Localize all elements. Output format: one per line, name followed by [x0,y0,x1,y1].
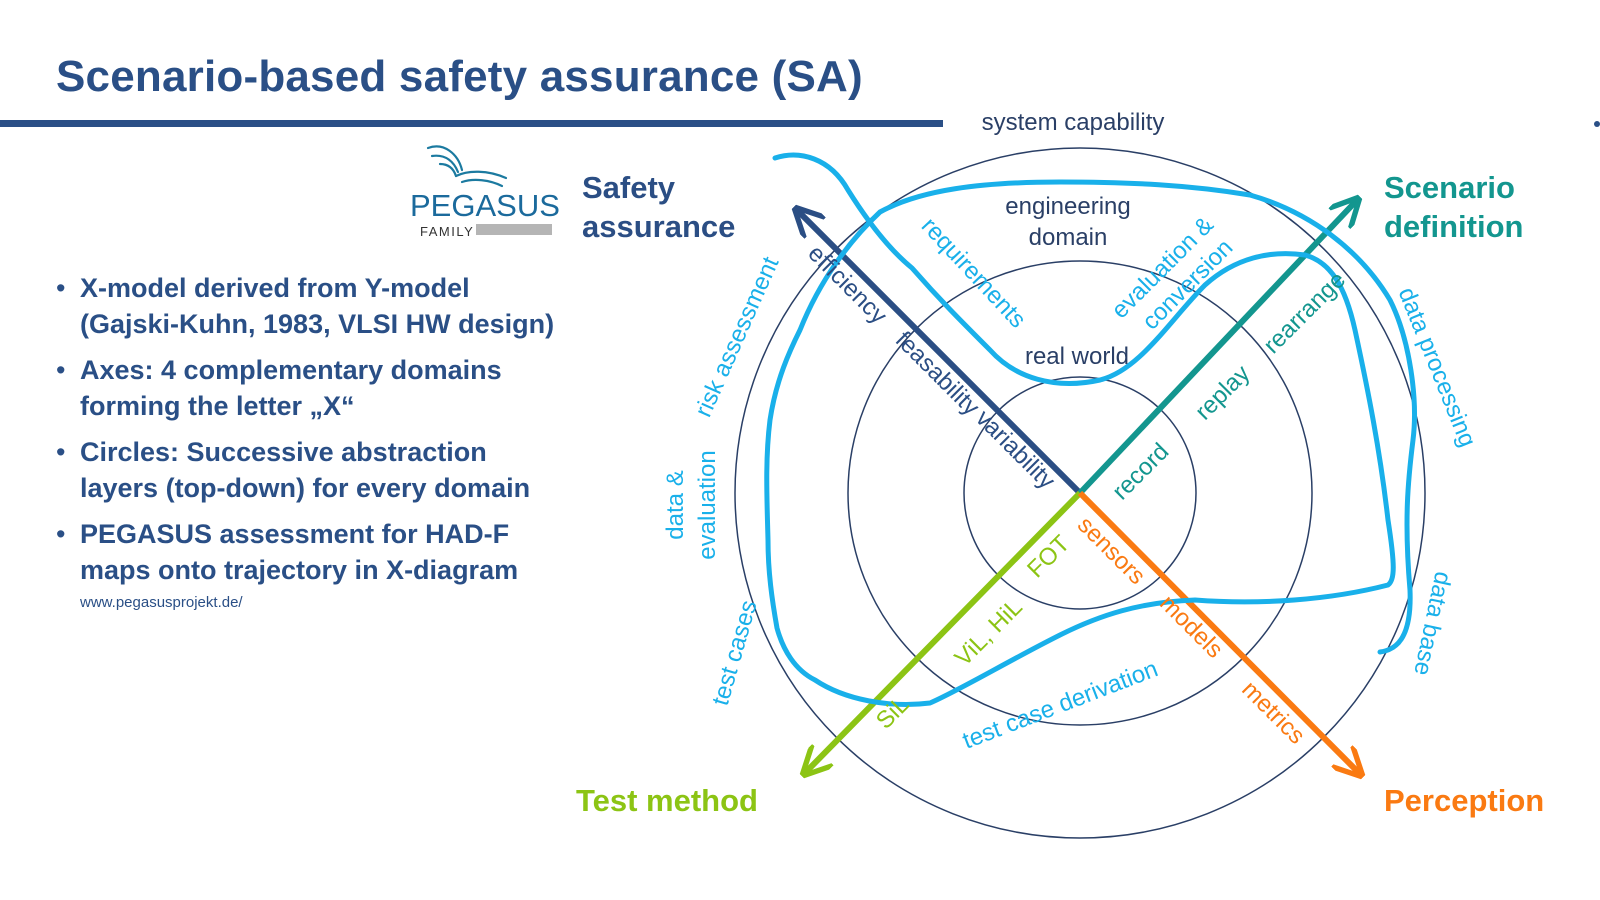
test-axis-arrow [804,490,1083,774]
layer-label-domain: domain [1029,224,1108,251]
scenario-axis-arrow [1077,199,1358,496]
layer-label-engineering: engineering [1005,193,1130,220]
bullet-item: Axes: 4 complementary domains forming the… [56,352,636,424]
ring-label-data-base: data base [1408,569,1456,678]
ring-label-data-evaluation: evaluation [694,450,721,559]
inner-layer-circle [963,376,1197,610]
bullet-text: layers (top-down) for every domain [80,473,531,503]
scenario-label-rearrange: rearrange [1258,266,1351,359]
bullet-item: PEGASUS assessment for HAD-F maps onto tr… [56,516,636,588]
perception-axis-arrow [1077,490,1361,775]
logo-subtitle: FAMILY [420,224,474,239]
layer-label-system-capability: system capability [982,109,1165,136]
bullet-text: maps onto trajectory in X-diagram [80,555,519,585]
axis-title-safety: assurance [582,209,735,244]
bullet-item: X-model derived from Y-model (Gajski-Kuhn… [56,270,636,342]
middle-layer-circle [847,260,1313,726]
ring-label-data-evaluation: data & [662,470,689,539]
bullet-text: X-model derived from Y-model [80,273,470,303]
bullet-text: Axes: 4 complementary domains [80,355,502,385]
pegasus-logo: PEGASUS FAMILY [410,145,560,239]
bullet-list: X-model derived from Y-model (Gajski-Kuhn… [56,270,636,598]
logo-wordmark: PEGASUS [410,188,560,223]
ring-label-test-cases: test cases [707,597,763,708]
axis-title-perception: Perception [1384,783,1544,818]
axis-title-scenario: definition [1384,209,1523,244]
scenario-label-record: record [1107,438,1174,505]
logo-bar [476,224,552,235]
bullet-text: (Gajski-Kuhn, 1983, VLSI HW design) [80,309,555,339]
assessment-trajectory [764,152,1417,707]
pegasus-wing-icon [426,145,508,188]
bullet-text: PEGASUS assessment for HAD-F [80,519,510,549]
safety-label-efficiency: efficiency [803,240,893,330]
axis-title-safety: Safety [582,170,676,205]
slide-edge-marker [1594,121,1600,127]
page-title: Scenario-based safety assurance (SA) [56,52,863,101]
bullet-text: Circles: Successive abstraction [80,437,487,467]
outer-layer-circle [734,147,1426,839]
test-label-fot: FOT [1022,530,1075,583]
safety-label-variability: variability [970,405,1060,495]
layer-label-real-world: real world [1025,343,1129,370]
source-link[interactable]: www.pegasusprojekt.de/ [80,594,243,611]
ring-label-data-processing: data processing [1393,284,1482,451]
bullet-text: forming the letter „X“ [80,391,355,421]
axis-title-scenario: Scenario [1384,170,1515,205]
safety-label-feasability: feasability [890,326,985,421]
bullet-item: Circles: Successive abstraction layers (t… [56,434,636,506]
ring-label-risk-assessment: risk assessment [690,253,785,421]
ring-label-requirements: requirements [916,212,1031,333]
title-underline [0,120,943,127]
axis-title-test-method: Test method [576,783,758,818]
